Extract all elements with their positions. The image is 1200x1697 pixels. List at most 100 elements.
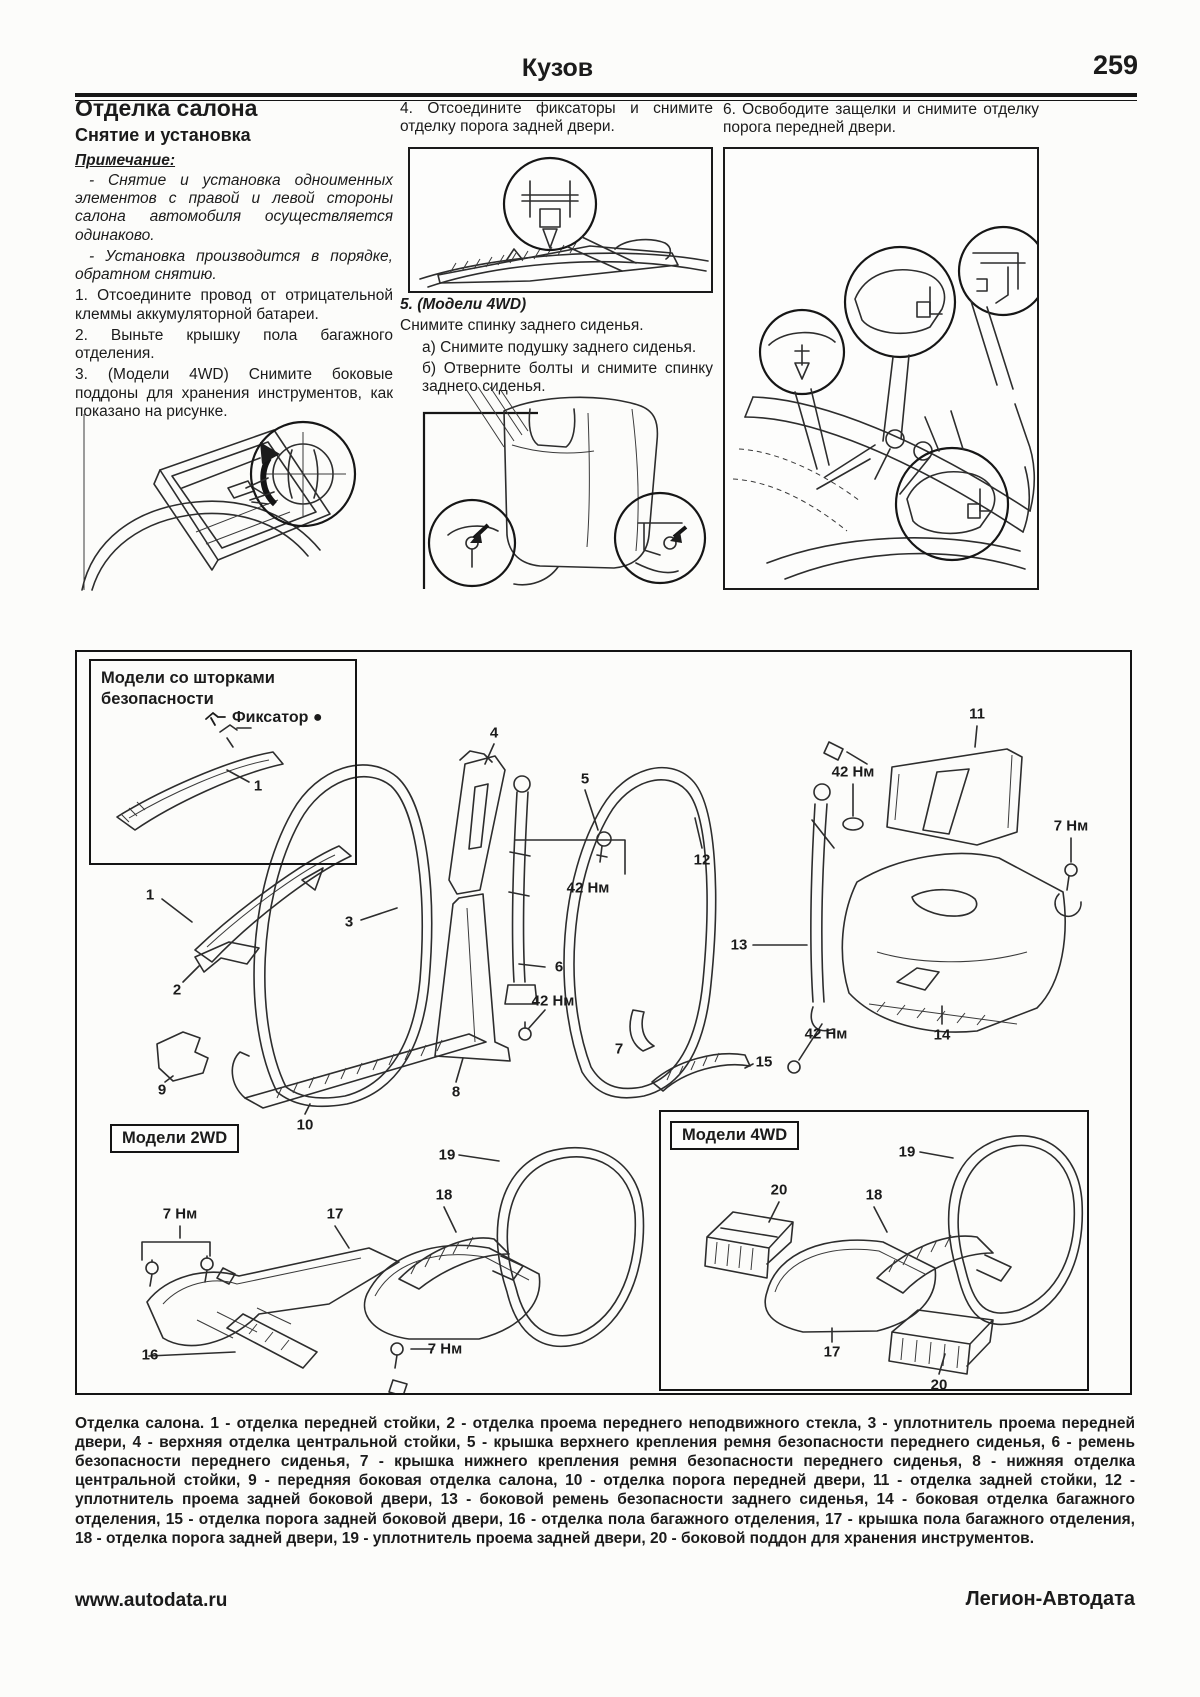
right-column-step6: 6. Освободите защелки и снимите отделку …	[723, 101, 1039, 141]
page-title: Кузов	[521, 54, 594, 82]
luggage-side-trim-drawing	[841, 852, 1066, 1033]
note-label: Примечание:	[75, 152, 176, 170]
footer-website: www.autodata.ru	[75, 1590, 228, 1611]
clip-inset-large	[843, 245, 957, 442]
fixed-glass-trim-drawing	[194, 941, 260, 973]
part-label: 17	[326, 1205, 344, 1223]
part-label: 17	[823, 1343, 841, 1361]
rear-side-belt-drawing	[752, 783, 835, 1074]
model-4wd-badge: Модели 4WD	[670, 1121, 800, 1150]
figure-caption: Отделка салона. 1 - отделка передней сто…	[75, 1414, 1135, 1547]
center-pillar-lower-trim-drawing	[434, 893, 511, 1083]
right-bolt-inset-circle	[613, 491, 707, 585]
torque-label: 42 Нм	[531, 992, 575, 1010]
torque-label: 7 Нм	[162, 1205, 198, 1223]
page-number: 259	[1092, 50, 1138, 80]
belt-bolt-42nm-drawing	[823, 741, 868, 831]
tool-tray-figure	[81, 414, 357, 591]
model-4wd-section: Модели 4WD	[659, 1110, 1089, 1391]
front-door-sill-figure	[723, 147, 1039, 590]
middle-column-step4: 4. Отсоедините фиксаторы и снимите отдел…	[400, 100, 713, 140]
step-5b: б) Отверните болты и снимите спинку задн…	[422, 359, 713, 396]
part-label: 15	[755, 1053, 773, 1071]
rear-door-weatherstrip-drawing	[563, 766, 717, 1099]
part-label: 14	[933, 1026, 951, 1044]
exploded-view-drawing	[116, 724, 1084, 1393]
front-sill-trim-drawing	[231, 1033, 487, 1115]
curtain-models-title: Модели со шторками безопасности	[101, 669, 275, 708]
part-label: 7	[614, 1040, 624, 1058]
note-item: - Установка производится в порядке, обра…	[75, 247, 393, 284]
upper-belt-anchor-bolt-drawing	[514, 789, 626, 875]
section-title: Отделка салона	[75, 95, 258, 121]
fastener-inset-circle	[249, 420, 357, 528]
torque-label: 7 Нм	[1053, 817, 1089, 835]
clip-inset-top-right	[957, 225, 1037, 390]
step-5-text: Снимите спинку заднего сиденья.	[400, 317, 644, 335]
seatback-drawing	[503, 396, 679, 586]
part-label: 1	[253, 777, 263, 795]
left-column: Отделка салона Снятие и установка Примеч…	[75, 96, 393, 424]
clip-inset-circle	[502, 156, 637, 272]
curtain-pillar-trim-drawing	[116, 724, 284, 831]
left-bolt-inset-circle	[427, 498, 517, 588]
part-label: 9	[157, 1081, 167, 1099]
step-3: 3. (Модели 4WD) Снимите боковые поддоны …	[75, 366, 393, 421]
part-label: 20	[770, 1181, 788, 1199]
part-label: 8	[451, 1083, 461, 1101]
step-5-heading: 5. (Модели 4WD)	[400, 296, 527, 313]
torque-label: 42 Нм	[804, 1025, 848, 1043]
clip-inset-small	[758, 308, 846, 470]
model-2wd-badge: Модели 2WD	[110, 1124, 240, 1153]
part-label: 10	[296, 1116, 314, 1134]
part-label: 11	[969, 705, 985, 723]
rear-pillar-trim-drawing	[886, 725, 1023, 846]
part-label: 6	[554, 958, 564, 976]
cowl-side-trim-drawing	[156, 1031, 209, 1083]
step-1: 1. Отсоедините провод от отрицательной к…	[75, 287, 393, 323]
part-label: 5	[580, 770, 590, 788]
center-pillar-upper-trim-drawing	[448, 743, 506, 895]
torque-label: 42 Нм	[831, 763, 875, 781]
part-label: 20	[930, 1376, 948, 1394]
note-item: - Снятие и установка одноименных элемент…	[75, 171, 393, 244]
clip-inset-bottom	[894, 410, 1010, 562]
tool-tray-drawing	[153, 429, 331, 571]
part-label: 18	[435, 1186, 453, 1204]
part-label: 19	[898, 1143, 916, 1161]
trim-screw-7nm-drawing	[1054, 837, 1082, 918]
front-seat-belt-drawing	[504, 775, 546, 1041]
model-2wd-parts-drawing	[141, 1147, 645, 1393]
step-6: 6. Освободите защелки и снимите отделку …	[723, 101, 1039, 137]
fixator-callout: Фиксатор ●	[203, 709, 323, 727]
step-2: 2. Выньте крышку пола багажного отделени…	[75, 326, 393, 363]
part-label: 18	[865, 1186, 883, 1204]
front-door-sill-drawing	[732, 225, 1037, 580]
rear-door-sill-drawing	[419, 156, 709, 288]
model-4wd-parts-drawing	[704, 1135, 1084, 1375]
torque-label: 42 Нм	[566, 879, 610, 897]
rear-door-sill-figure	[408, 147, 713, 293]
part-label: 12	[693, 851, 711, 869]
part-label: 4	[489, 724, 499, 742]
part-label: 19	[438, 1146, 456, 1164]
part-label: 13	[730, 936, 748, 954]
torque-label: 7 Нм	[427, 1340, 463, 1358]
footer-publisher: Легион-Автодата	[965, 1588, 1135, 1610]
step-5a: а) Снимите подушку заднего сиденья.	[422, 338, 697, 356]
front-door-weatherstrip-drawing	[253, 764, 433, 1108]
section-subtitle: Снятие и установка	[75, 125, 251, 146]
part-label: 3	[344, 913, 354, 931]
middle-column-step5: 5. (Модели 4WD) Снимите спинку заднего с…	[400, 296, 713, 399]
rear-seatback-figure	[422, 386, 707, 589]
belt-lower-cover-drawing	[629, 1009, 655, 1052]
rear-side-sill-drawing	[651, 1052, 754, 1092]
part-label: 1	[145, 886, 155, 904]
header-rule	[75, 93, 1137, 101]
part-label: 2	[172, 981, 182, 999]
part-label: 16	[141, 1346, 159, 1364]
main-exploded-diagram: Модели со шторками безопасности Фиксатор…	[75, 650, 1132, 1395]
curtain-models-box: Модели со шторками безопасности	[89, 659, 357, 865]
fixator-label: Фиксатор ●	[232, 709, 323, 726]
